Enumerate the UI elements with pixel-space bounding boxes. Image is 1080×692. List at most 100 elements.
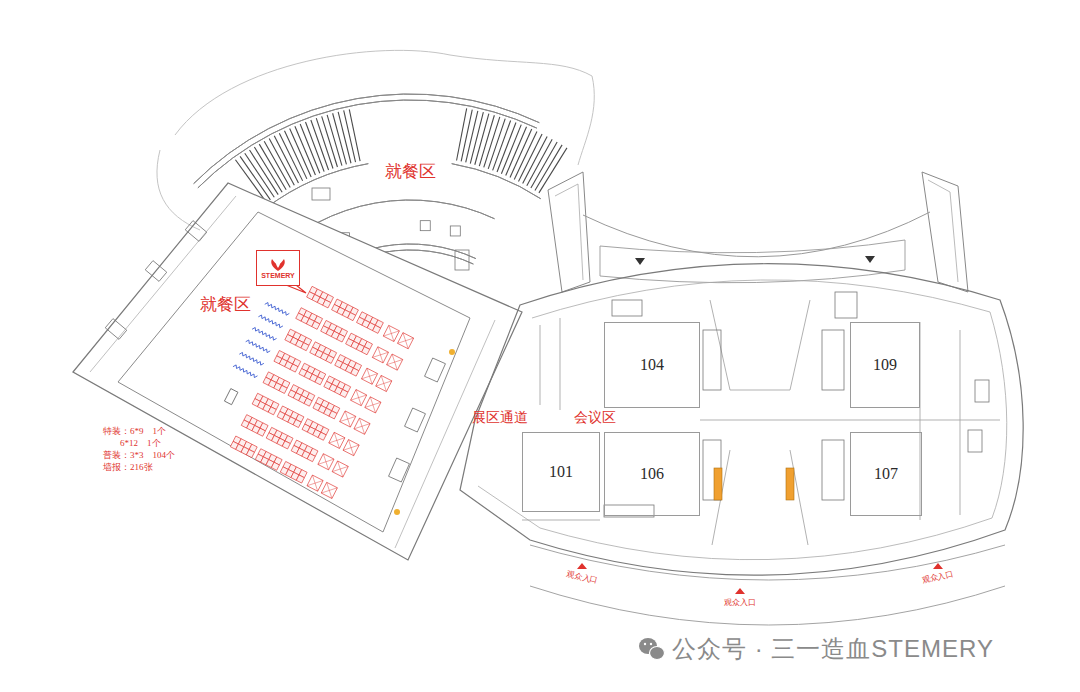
- booth: [343, 440, 359, 456]
- seating-stripe: [245, 153, 274, 197]
- seating-stripe: [457, 108, 467, 160]
- booth: [351, 368, 359, 376]
- booth: [362, 347, 370, 355]
- roof-wing: [922, 172, 968, 292]
- booth: [279, 385, 287, 393]
- booth: [271, 462, 279, 470]
- roof-wing: [548, 172, 590, 292]
- building-outline: [460, 264, 1023, 575]
- booth: [318, 432, 326, 440]
- seating-stripe: [349, 109, 360, 161]
- booth: [290, 364, 298, 372]
- logo-box: STEMERY: [256, 250, 300, 286]
- booth: [293, 419, 301, 427]
- roof-curve: [583, 212, 930, 257]
- booth: [337, 334, 345, 342]
- arc-building: [194, 94, 567, 294]
- callout-pointer: [286, 285, 306, 293]
- booth-cross: [340, 411, 356, 427]
- arc-wall: [300, 244, 476, 290]
- booth: [301, 343, 309, 351]
- room-box: 106: [604, 432, 700, 516]
- booth: [354, 418, 370, 434]
- booth: [321, 482, 337, 498]
- booth: [365, 397, 381, 413]
- booth: [315, 377, 323, 385]
- booth: [307, 475, 323, 491]
- room-box: 107: [850, 432, 922, 516]
- stair-symbol: [604, 292, 989, 517]
- area-label: 就餐区: [385, 163, 436, 182]
- wall: [90, 196, 236, 372]
- poster-board: [239, 352, 264, 366]
- booth: [246, 450, 254, 458]
- hall-outline: [73, 183, 522, 560]
- entrance-label: 观众入口: [565, 570, 598, 586]
- booth-cross: [307, 475, 323, 491]
- seating-stripe: [510, 129, 532, 177]
- roof-wing: [555, 184, 583, 280]
- poster-board: [246, 339, 271, 353]
- seating-stripe: [284, 131, 306, 179]
- booth-cross: [351, 390, 367, 406]
- seating-stripe: [279, 133, 302, 181]
- node-text: 109: [873, 356, 897, 374]
- node-text: 104: [640, 356, 664, 374]
- area-label: 会议区: [574, 410, 616, 425]
- room-box: 101: [522, 432, 600, 512]
- booth: [296, 475, 304, 483]
- booth: [312, 321, 320, 329]
- booth-cross: [361, 368, 377, 384]
- stair-symbol: [318, 243, 328, 253]
- booth-note: 特装：6*9 1个: [103, 427, 166, 437]
- seating-stripe: [514, 131, 537, 179]
- seating-stripe: [235, 160, 266, 203]
- booth: [318, 454, 334, 470]
- booth-cross: [318, 454, 334, 470]
- booth-note: 普装：3*3 104个: [103, 451, 175, 461]
- roof-wing: [928, 180, 958, 282]
- booth-cross: [372, 347, 388, 363]
- booth: [398, 333, 414, 349]
- booth-cross: [354, 418, 370, 434]
- desk-symbol: [714, 468, 722, 500]
- entrance-label: 观众入口: [921, 570, 954, 586]
- watermark: 公众号 · 三一造血STEMERY: [672, 636, 994, 662]
- seating-stripe: [306, 122, 325, 172]
- entrance-strip: [530, 586, 1005, 625]
- booth-cross: [329, 432, 345, 448]
- wechat-icon: [639, 638, 665, 660]
- seating-stripe: [527, 139, 552, 186]
- seating-stripe: [344, 110, 356, 162]
- booth: [268, 407, 276, 415]
- poster-board: [252, 327, 277, 341]
- booth: [361, 368, 377, 384]
- marker-dot: [449, 349, 455, 355]
- booth: [307, 454, 315, 462]
- booth-grid: [200, 271, 414, 499]
- stair-symbol: [450, 226, 460, 236]
- site-boundary: [157, 150, 200, 230]
- booth: [372, 347, 388, 363]
- booth: [348, 313, 356, 321]
- poster-board: [265, 302, 290, 316]
- booth: [351, 390, 367, 406]
- booth: [373, 325, 381, 333]
- booth: [329, 411, 337, 419]
- booth-cross: [383, 325, 399, 341]
- seating-stripe: [493, 121, 511, 171]
- interior-wall: [522, 300, 1000, 545]
- booth: [304, 398, 312, 406]
- seating-stripe: [300, 124, 320, 173]
- wall: [395, 320, 495, 548]
- entrance-strip: [600, 240, 905, 283]
- node-text: 101: [549, 463, 573, 481]
- booth: [329, 432, 345, 448]
- seating-stripe: [466, 111, 478, 163]
- booth-cross: [321, 482, 337, 498]
- seating-stripe: [506, 127, 527, 176]
- seating-stripe: [497, 123, 516, 173]
- stair-symbol: [105, 188, 469, 482]
- node-text: 106: [640, 465, 664, 483]
- booth: [340, 389, 348, 397]
